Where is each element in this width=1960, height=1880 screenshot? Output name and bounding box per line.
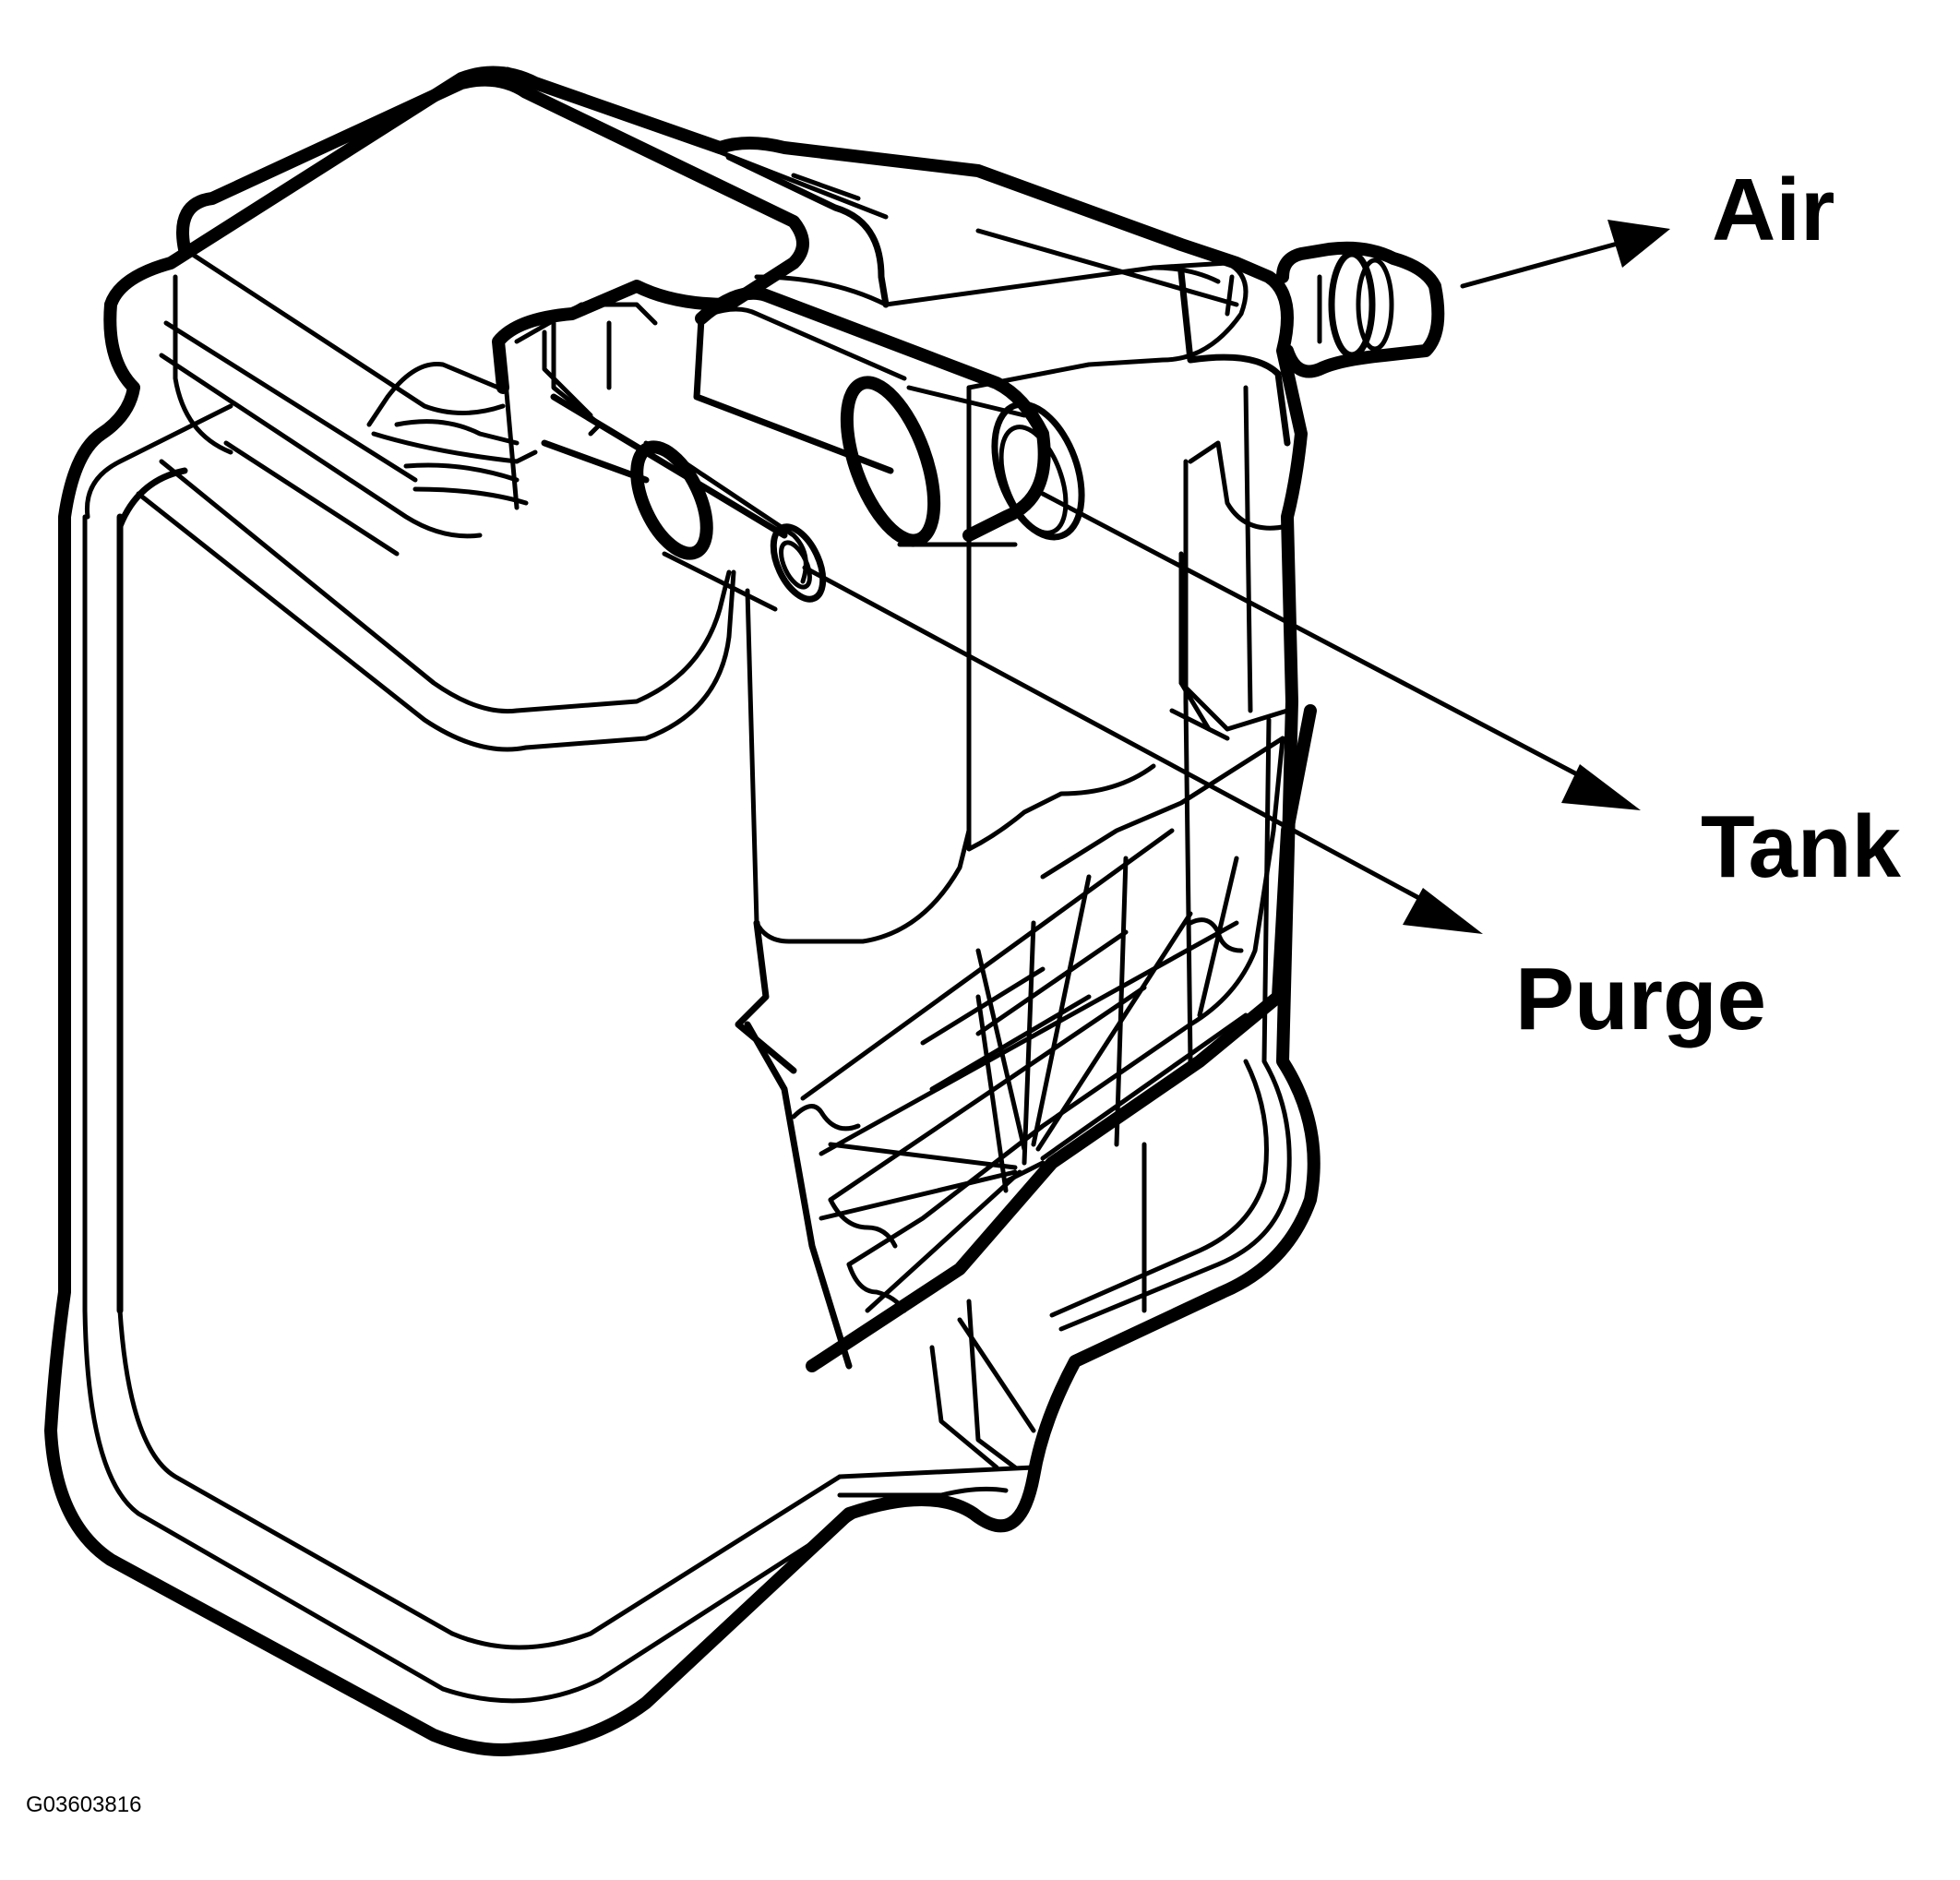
- figure-id: G03603816: [26, 1792, 142, 1817]
- purge-arrowhead: [1403, 888, 1483, 934]
- cutaway-interior: [735, 704, 1317, 1470]
- canister-body: [44, 66, 1321, 1756]
- tank-port-fitting: [693, 286, 1085, 547]
- purge-port-fitting: [541, 393, 827, 612]
- tank-arrowhead: [1561, 764, 1641, 810]
- purge-label: Purge: [1515, 950, 1767, 1048]
- leader-tank: [1040, 491, 1641, 810]
- canister-lid: [173, 66, 890, 557]
- tank-label: Tank: [1701, 797, 1901, 896]
- canister-housing-right: [745, 228, 1291, 944]
- air-arrowhead: [1607, 220, 1670, 268]
- air-label: Air: [1712, 161, 1835, 259]
- leader-purge: [802, 565, 1483, 934]
- leader-air: [1460, 220, 1670, 289]
- air-port-fitting: [1276, 241, 1445, 378]
